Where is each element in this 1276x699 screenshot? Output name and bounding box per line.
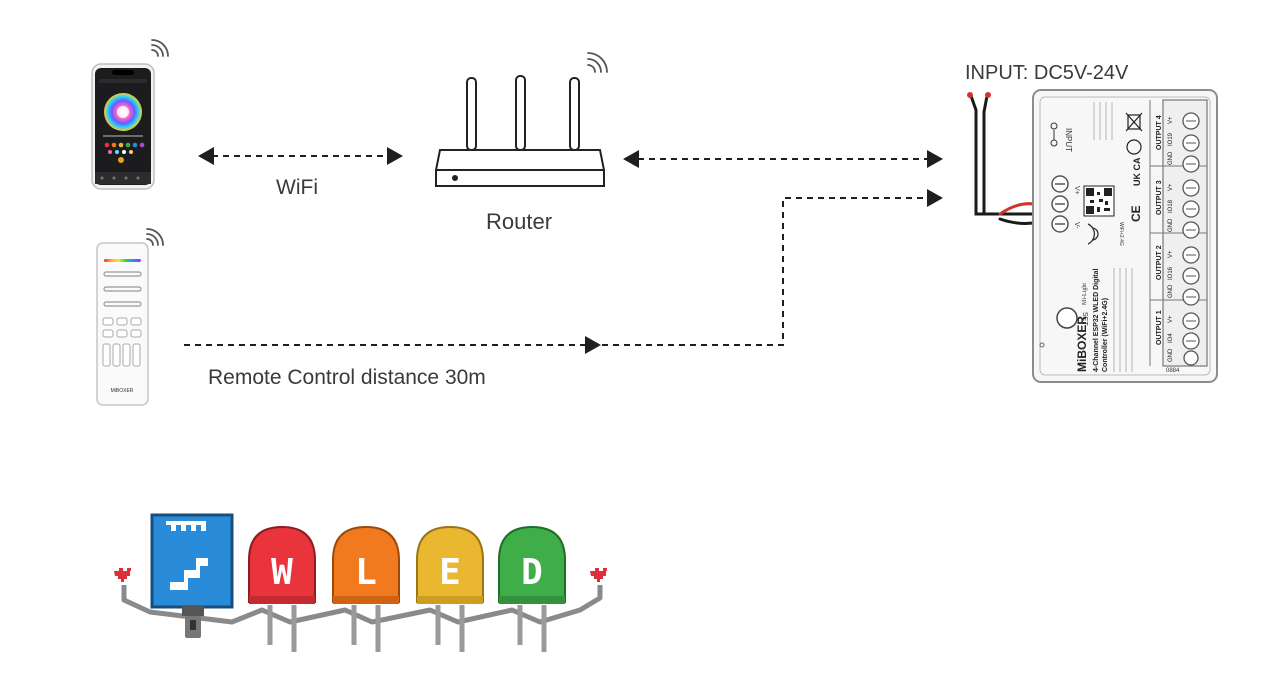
wifi-24g-label: WiFi+2.4G [1118, 222, 1124, 246]
model-sub: Controller (WiFi+2.4G) [1102, 298, 1109, 372]
weee-bin-icon [1125, 112, 1143, 132]
led-letter-e: E [439, 552, 461, 593]
brand-logo: MiBOXER [1075, 316, 1089, 372]
serial-number: 0884 [1166, 368, 1180, 374]
led-letter-l: L [355, 552, 377, 593]
pin-label: V+ [1168, 250, 1174, 258]
power-terminals [1051, 175, 1069, 233]
smartphone [91, 63, 155, 190]
input-wires [967, 92, 1042, 225]
remote-brand: MiBOXER [111, 388, 134, 394]
ukca-mark: UK CA [1132, 157, 1142, 186]
polarity-icon [1050, 122, 1058, 147]
pin-label: IO4 [1168, 333, 1174, 343]
qr-code [1083, 185, 1115, 217]
pin-label: GND [1168, 284, 1174, 298]
led-letter-w: W [271, 552, 293, 593]
pin-label: IO16 [1168, 266, 1174, 280]
pin-label: GND [1168, 151, 1174, 165]
router-label: Router [486, 209, 553, 234]
v-minus-label: V- [1073, 222, 1080, 229]
model-title: 4-Channel ESP32 WLED Digital [1093, 268, 1100, 372]
brand-sub: Mi-Light [1082, 283, 1088, 305]
output-2-label: OUTPUT 2 [1156, 245, 1163, 280]
router [435, 75, 605, 187]
terminal-screws [1182, 112, 1200, 366]
rohs-icon [1126, 139, 1142, 155]
router-wifi-signal-icon [587, 52, 608, 73]
wifi-signal-icon [151, 39, 169, 57]
led-letter-d: D [521, 552, 543, 593]
heart-icon [590, 568, 607, 582]
set-label: SET [1081, 312, 1088, 326]
pin-label: IO19 [1168, 132, 1174, 146]
spec-lines [1093, 102, 1133, 372]
output-3-label: OUTPUT 3 [1156, 180, 1163, 215]
remote-distance-label: Remote Control distance 30m [208, 366, 486, 389]
led-bulb-w: W [248, 525, 316, 652]
output-4-label: OUTPUT 4 [1156, 115, 1163, 150]
input-port-label: INPUT [1064, 128, 1073, 152]
pin-label: V+ [1168, 116, 1174, 124]
heart-icon [114, 568, 131, 582]
led-bulb-e: E [416, 525, 484, 652]
led-bulb-d: D [498, 525, 566, 652]
wled-logo: W L E D [114, 513, 607, 652]
pin-label: IO18 [1168, 199, 1174, 213]
led-bulb-l: L [332, 525, 400, 652]
remote-wifi-signal-icon [146, 228, 164, 246]
pin-label: GND [1168, 348, 1174, 362]
pin-label: V+ [1168, 315, 1174, 323]
wifi-label: WiFi [276, 176, 318, 199]
v-plus-label: V+ [1073, 186, 1080, 195]
remote-control: MiBOXER [96, 242, 149, 406]
wifi-link-router-controller [623, 150, 943, 168]
output-1-label: OUTPUT 1 [1156, 310, 1163, 345]
pin-label: GND [1168, 218, 1174, 232]
controller-box: V+ V- INPUT SET MiBOXER Mi-Light 4-Chann… [1032, 89, 1218, 383]
controller-wifi-icon [1087, 223, 1099, 245]
set-button [1056, 307, 1078, 329]
input-voltage-label: INPUT: DC5V-24V [965, 62, 1129, 84]
wifi-link-phone-router [198, 147, 403, 165]
ce-mark: CE [1129, 205, 1143, 222]
pin-label: V+ [1168, 183, 1174, 191]
rf-link-remote-controller [184, 189, 943, 354]
